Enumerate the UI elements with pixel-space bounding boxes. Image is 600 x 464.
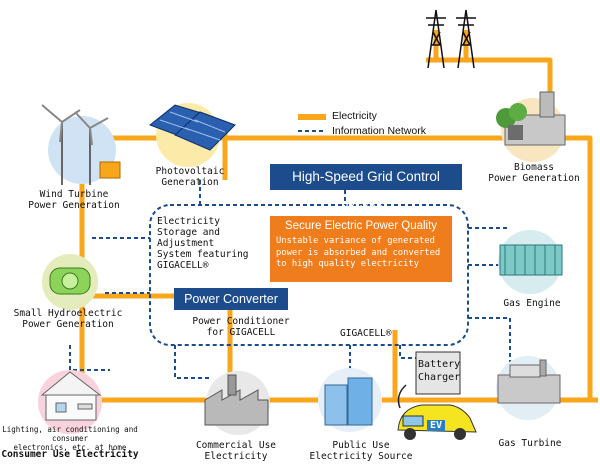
power-conditioner-label: Power Conditioner for GIGACELL [192,316,290,338]
gas-engine-icon [498,230,563,294]
ev-car-icon [397,384,477,440]
hydro-label: Small Hydroelectric Power Generation [13,308,123,330]
wind-turbine-icon [41,104,121,185]
quality-box: Secure Electric Power Quality Unstable v… [270,216,452,282]
home-icon [38,370,102,434]
gas-engine-label: Gas Engine [503,298,561,309]
ev-label: EV [427,420,446,431]
grid-control-box: High-Speed Grid Control Device [270,164,462,210]
gigacell-label: GIGACELL® [340,328,392,339]
consumer-label: Consumer Use Electricity [1,449,139,460]
legend [298,114,326,132]
biomass-plant-icon [496,91,566,162]
factory-icon [204,371,270,435]
hydro-generator-icon [42,254,98,310]
public-label: Public Use Electricity Source [309,440,413,462]
storage-label: Electricity Storage and Adjustment Syste… [157,216,249,271]
wind-label: Wind Turbine Power Generation [28,189,120,211]
pylon-icon [426,9,476,69]
gas-turbine-icon [496,356,561,420]
quality-line1: Unstable variance of generated [276,236,435,246]
commercial-label: Commercial Use Electricity [195,440,277,462]
public-building-icon [318,368,382,432]
home-note: Lighting, air conditioning and consumer … [2,425,138,452]
solar-panel-icon [148,103,236,167]
gas-turbine-label: Gas Turbine [498,438,562,449]
biomass-label: Biomass Power Generation [488,162,580,184]
pv-label: Photovoltaic Generation [155,166,225,188]
battery-charger-label: Battery Charger [418,359,461,383]
quality-line3: to high quality electricity [276,259,419,269]
legend-electricity-label: Electricity [332,110,377,122]
quality-title: Secure Electric Power Quality [284,220,438,232]
quality-line2: power is absorbed and converted [276,247,441,258]
power-converter-box: Power Converter [174,288,288,310]
battery-charger-icon [415,351,461,395]
legend-info-label: Information Network [332,125,426,137]
legend-electricity-swatch [298,114,326,120]
